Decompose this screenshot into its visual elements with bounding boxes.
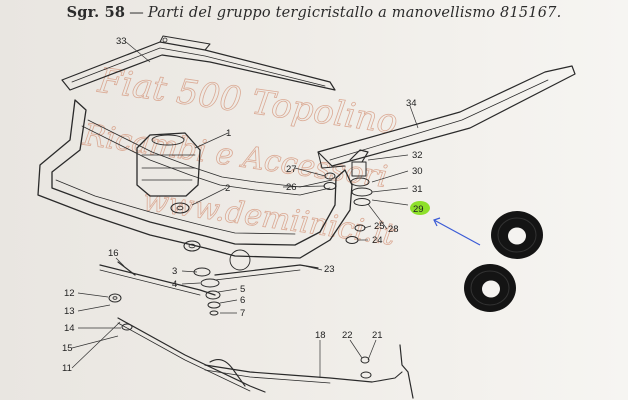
caption-dash: — xyxy=(129,5,144,21)
connecting-rod-23 xyxy=(214,249,319,281)
wiper-blade-33 xyxy=(61,35,336,91)
callout-34: 34 xyxy=(406,98,417,109)
rubber-grommet-top xyxy=(491,211,543,259)
callout-16: 16 xyxy=(108,248,119,259)
callout-23: 23 xyxy=(324,264,335,275)
callout-14: 14 xyxy=(64,323,75,334)
leader-lines xyxy=(71,41,419,378)
callout-1: 1 xyxy=(226,128,231,139)
callout-numbers: 33 34 1 2 23 3 4 5 6 7 12 13 14 15 11 16… xyxy=(62,36,424,374)
bottom-arm-18 xyxy=(204,344,414,399)
callout-7: 7 xyxy=(240,308,245,319)
linkage-frame xyxy=(37,99,353,259)
callout-2: 2 xyxy=(225,183,230,194)
washer-stack-3-7 xyxy=(193,267,221,316)
diagram-caption: Sgr. 58—Parti del gruppo tergicristallo … xyxy=(0,4,628,21)
callout-5: 5 xyxy=(240,284,245,295)
callout-24: 24 xyxy=(372,235,383,246)
callout-26: 26 xyxy=(286,182,297,193)
callout-13: 13 xyxy=(64,306,75,317)
rubber-grommet-bottom xyxy=(464,264,516,312)
watermark: Fiat 500 Topolino Ricambi e Accessori ww… xyxy=(80,60,401,253)
caption-figure-number: Sgr. 58 xyxy=(66,4,126,21)
grommet-photo xyxy=(464,211,543,312)
callout-6: 6 xyxy=(240,295,245,306)
callout-30: 30 xyxy=(412,166,423,177)
callout-25: 25 xyxy=(374,221,385,232)
caption-title: Parti del gruppo tergicristallo a manove… xyxy=(147,5,562,21)
wiper-blade-34 xyxy=(317,65,576,169)
callout-32: 32 xyxy=(412,150,423,161)
lower-linkage xyxy=(99,261,266,393)
callout-27: 27 xyxy=(286,164,297,175)
callout-33: 33 xyxy=(116,36,127,47)
callout-11: 11 xyxy=(62,363,72,374)
wiper-motor-1 xyxy=(136,132,201,197)
highlight-marker-29 xyxy=(410,201,430,215)
callout-12: 12 xyxy=(64,288,75,299)
callout-31: 31 xyxy=(412,184,423,195)
callout-21: 21 xyxy=(372,330,383,341)
callout-18: 18 xyxy=(315,330,326,341)
callout-29: 29 xyxy=(413,204,424,215)
washer-2 xyxy=(170,202,190,214)
washer-near-frame xyxy=(183,240,201,252)
callout-15: 15 xyxy=(62,343,73,354)
callout-3: 3 xyxy=(172,266,177,277)
blue-pointer-arrow xyxy=(433,217,481,246)
callout-28: 28 xyxy=(388,224,399,235)
callout-4: 4 xyxy=(172,279,177,290)
callout-22: 22 xyxy=(342,330,353,341)
